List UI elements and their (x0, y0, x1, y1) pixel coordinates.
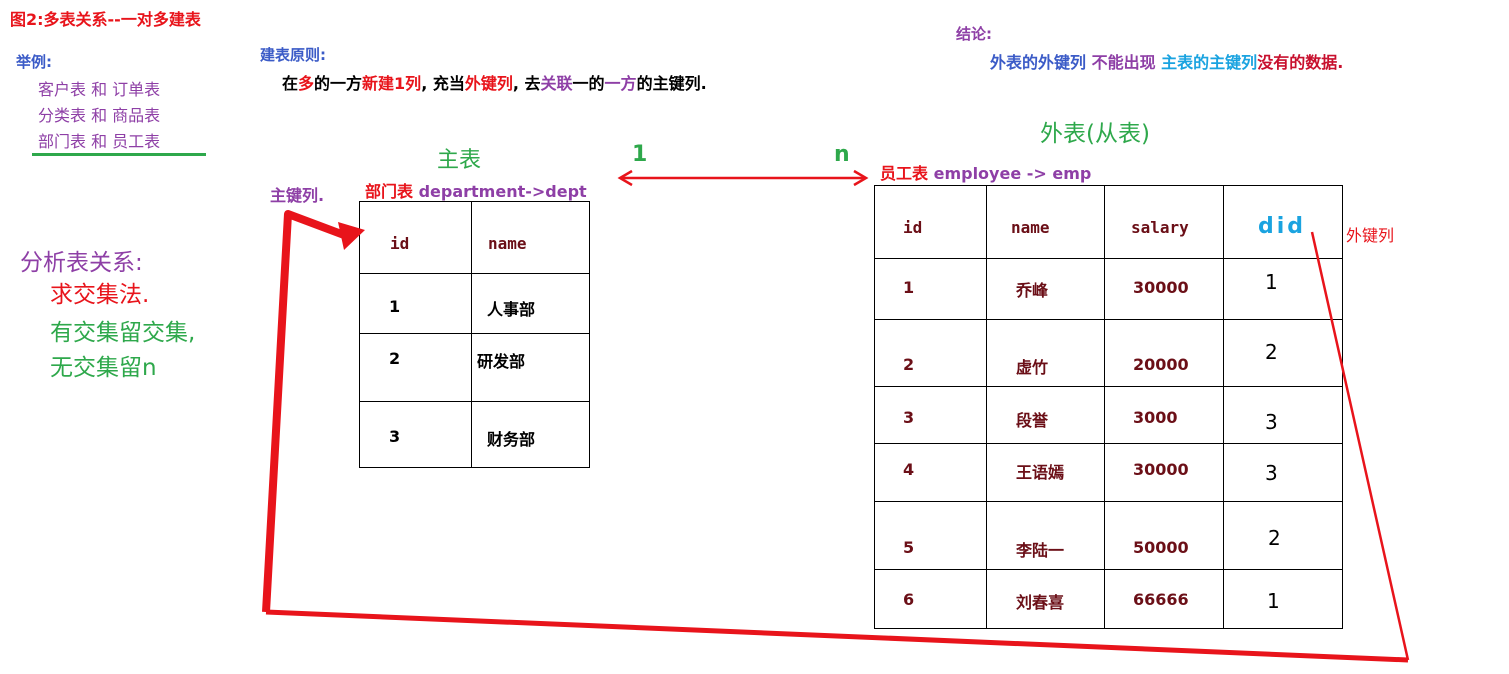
example-underline (32, 153, 206, 156)
dept-header-id: id (390, 234, 410, 253)
emp-cell-did: 2 (1265, 340, 1278, 364)
emp-cell-salary: 50000 (1133, 538, 1189, 557)
conclusion-heading: 结论: (956, 25, 992, 43)
emp-header-did: did (1258, 214, 1307, 239)
diagram-title: 图2:多表关系--一对多建表 (10, 10, 201, 29)
emp-cell-did: 1 (1267, 589, 1280, 613)
dept-table-name: 部门表 department->dept (365, 182, 587, 201)
emp-cell-did: 3 (1265, 461, 1278, 485)
rule-heading: 建表原则: (260, 46, 326, 64)
dept-cell-name: 财务部 (487, 430, 536, 449)
examples-heading: 举例: (16, 53, 52, 71)
emp-cell-salary: 30000 (1133, 460, 1189, 479)
dept-cell-id: 2 (389, 349, 401, 368)
dept-cell-id: 3 (389, 427, 401, 446)
emp-cell-name: 段誉 (1016, 411, 1049, 430)
main-table-label: 主表 (437, 148, 482, 173)
emp-cell-did: 2 (1268, 526, 1281, 550)
example-item: 客户表 和 订单表 (38, 80, 161, 99)
dept-cell-name: 研发部 (477, 352, 526, 371)
dept-table-grid (359, 201, 590, 468)
arrow-head (338, 222, 365, 250)
foreign-key-label: 外键列 (1346, 226, 1395, 245)
example-item: 部门表 和 员工表 (38, 132, 161, 151)
emp-cell-salary: 66666 (1133, 590, 1189, 609)
emp-cell-name: 乔峰 (1016, 281, 1049, 300)
foreign-key-reference-arrow (262, 210, 1410, 663)
emp-header-salary: salary (1131, 218, 1189, 237)
emp-cell-id: 4 (903, 460, 915, 479)
dept-cell-name: 人事部 (487, 300, 536, 319)
emp-cell-id: 2 (903, 355, 915, 374)
emp-cell-salary: 30000 (1133, 278, 1189, 297)
emp-cell-id: 6 (903, 590, 915, 609)
rule-text: 在多的一方新建1列, 充当外键列, 去关联一的一方的主键列. (282, 74, 707, 93)
primary-key-label: 主键列. (270, 186, 325, 205)
emp-cell-did: 1 (1265, 270, 1278, 294)
emp-cell-id: 3 (903, 408, 915, 427)
cardinality-one: 1 (632, 142, 648, 167)
emp-cell-name: 王语嫣 (1016, 463, 1065, 482)
emp-cell-did: 3 (1265, 410, 1278, 434)
dept-header-name: name (488, 234, 527, 253)
emp-table-name: 员工表 employee -> emp (880, 164, 1092, 183)
emp-cell-name: 刘春喜 (1016, 593, 1065, 612)
analysis-line: 有交集留交集, (50, 320, 196, 346)
analysis-heading: 分析表关系: (20, 250, 143, 276)
emp-cell-name: 李陆一 (1016, 541, 1065, 560)
emp-cell-id: 5 (903, 538, 915, 557)
emp-cell-salary: 20000 (1133, 355, 1189, 374)
cardinality-many: n (834, 142, 850, 167)
emp-cell-salary: 3000 (1133, 408, 1178, 427)
analysis-line: 求交集法. (50, 282, 150, 308)
example-item: 分类表 和 商品表 (38, 106, 161, 125)
analysis-line: 无交集留n (50, 355, 157, 381)
emp-cell-name: 虚竹 (1016, 358, 1049, 377)
emp-cell-id: 1 (903, 278, 915, 297)
dept-cell-id: 1 (389, 297, 401, 316)
one-to-many-arrow (617, 169, 869, 187)
conclusion-text: 外表的外键列 不能出现 主表的主键列没有的数据. (990, 53, 1344, 72)
emp-table-grid (874, 185, 1343, 629)
foreign-table-label: 外表(从表) (1040, 121, 1150, 147)
emp-header-id: id (903, 218, 923, 237)
emp-header-name: name (1011, 218, 1050, 237)
